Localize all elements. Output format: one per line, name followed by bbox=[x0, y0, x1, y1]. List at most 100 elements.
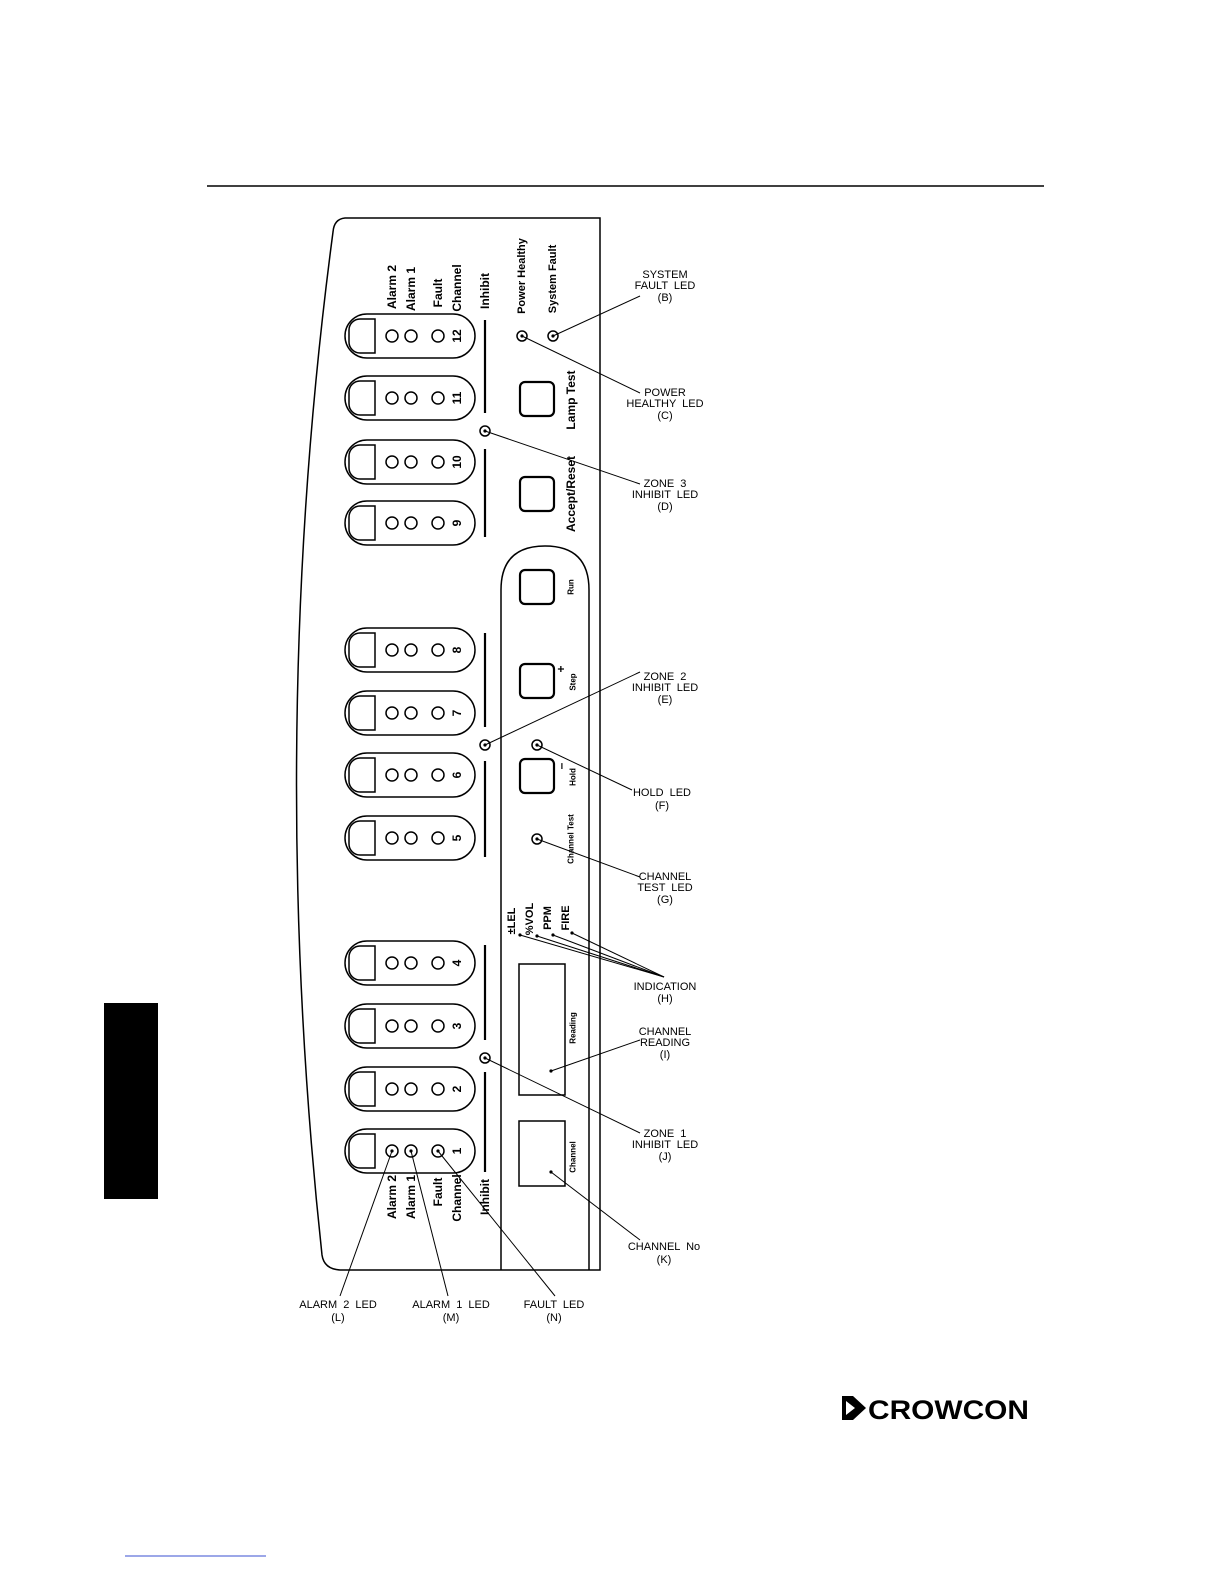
channel-number: 3 bbox=[450, 1022, 464, 1029]
channel-module-outline bbox=[344, 940, 476, 986]
pointer-dot bbox=[483, 429, 487, 433]
unit-vol: %VOL bbox=[524, 903, 536, 936]
label-alarm2-top: Alarm 2 bbox=[385, 265, 399, 309]
channel-module: 8 bbox=[344, 627, 476, 673]
callout-line: TEST LED bbox=[637, 882, 692, 894]
pointer-dot bbox=[518, 933, 522, 937]
callout-line: (H) bbox=[657, 993, 672, 1005]
channel-display-label: Channel bbox=[569, 1141, 578, 1173]
alarm2-led bbox=[385, 643, 399, 657]
alarm1-led bbox=[404, 1144, 418, 1158]
channel-module-outline bbox=[344, 439, 476, 485]
indication-units: ±LEL %VOL PPM FIRE bbox=[506, 903, 572, 936]
leader-lines bbox=[339, 295, 665, 1297]
channel-module: 2 bbox=[344, 1066, 476, 1112]
system-fault-led bbox=[547, 330, 559, 342]
alarm1-led bbox=[404, 643, 418, 657]
fault-led bbox=[431, 768, 445, 782]
label-alarm1-top: Alarm 1 bbox=[404, 267, 418, 311]
channel-module-outline bbox=[344, 500, 476, 546]
channel-number: 6 bbox=[450, 771, 464, 778]
accept-reset-label: Accept/Reset bbox=[564, 456, 578, 532]
callout-line: SYSTEM bbox=[642, 269, 687, 281]
channel-tab bbox=[348, 380, 376, 416]
callout-alarm2-led: ALARM 2 LED (L) bbox=[299, 1299, 377, 1324]
alarm1-led bbox=[404, 768, 418, 782]
callout-line: INHIBIT LED bbox=[632, 682, 698, 694]
channel-tab bbox=[348, 695, 376, 731]
leader-channel-no bbox=[550, 1171, 641, 1241]
alarm2-led bbox=[385, 1082, 399, 1096]
label-power-healthy: Power Healthy bbox=[516, 237, 528, 314]
channel-tab bbox=[348, 757, 376, 793]
control-section-outline bbox=[500, 545, 590, 1270]
logo-chevron-notch bbox=[846, 1401, 855, 1415]
leader-fault bbox=[437, 1150, 556, 1297]
callout-line: (C) bbox=[657, 410, 672, 422]
leader-indication-vol bbox=[536, 935, 665, 978]
run-label: Run bbox=[567, 579, 576, 595]
callout-line: (M) bbox=[443, 1312, 460, 1324]
callout-line: (F) bbox=[655, 800, 669, 812]
callout-line: ALARM 2 LED bbox=[299, 1299, 377, 1311]
channel-number: 10 bbox=[450, 455, 464, 469]
leader-alarm1 bbox=[410, 1150, 449, 1297]
callout-line: HEALTHY LED bbox=[626, 398, 703, 410]
channel-module-outline bbox=[344, 627, 476, 673]
section-thumb-tab bbox=[104, 1003, 158, 1199]
fault-led bbox=[431, 706, 445, 720]
callout-line: (D) bbox=[657, 501, 672, 513]
reading-label: Reading bbox=[569, 1012, 578, 1044]
callout-line: CHANNEL bbox=[639, 1026, 692, 1038]
channel-number: 5 bbox=[450, 834, 464, 841]
channel-tab bbox=[348, 1071, 376, 1107]
reading-display: Reading bbox=[518, 963, 578, 1096]
leader-indication-lel bbox=[519, 934, 665, 978]
callout-line: (J) bbox=[659, 1151, 672, 1163]
alarm1-led bbox=[404, 516, 418, 530]
lamp-test-button-frame bbox=[518, 380, 556, 418]
channel-module-outline bbox=[344, 815, 476, 861]
pointer-dot bbox=[390, 1149, 394, 1153]
label-fault-bottom: Fault bbox=[431, 1178, 445, 1207]
channel-number: 9 bbox=[450, 519, 464, 526]
alarm2-led bbox=[385, 706, 399, 720]
alarm1-led bbox=[404, 706, 418, 720]
channel-test-led bbox=[531, 833, 543, 845]
callout-line: INHIBIT LED bbox=[632, 489, 698, 501]
alarm1-led bbox=[404, 391, 418, 405]
fault-led bbox=[431, 1144, 445, 1158]
reading-display-window bbox=[518, 963, 566, 1096]
label-fault-top: Fault bbox=[431, 279, 445, 308]
label-channel-bottom: Channel bbox=[450, 1174, 464, 1221]
alarm2-led bbox=[385, 1144, 399, 1158]
channel-module-outline bbox=[344, 752, 476, 798]
leader-system-fault bbox=[552, 295, 641, 337]
callout-line: (K) bbox=[657, 1254, 672, 1266]
channel-tab bbox=[348, 632, 376, 668]
channel-module: 11 bbox=[344, 375, 476, 421]
alarm2-led bbox=[385, 329, 399, 343]
zone2-inhibit-led bbox=[479, 739, 491, 751]
alarm1-led bbox=[404, 329, 418, 343]
callout-line: ZONE 2 bbox=[644, 671, 687, 683]
pointer-dot bbox=[483, 1056, 487, 1060]
leader-zone2 bbox=[484, 671, 641, 746]
label-alarm2-bottom: Alarm 2 bbox=[385, 1175, 399, 1219]
callout-hold-led: HOLD LED (F) bbox=[633, 787, 691, 812]
step-symbol: + bbox=[554, 665, 568, 672]
hold-label: Hold bbox=[569, 768, 578, 786]
pointer-dot bbox=[549, 1069, 553, 1073]
fault-led bbox=[431, 516, 445, 530]
label-inhibit-top: Inhibit bbox=[478, 273, 492, 309]
lamp-test-button: Lamp Test bbox=[518, 370, 578, 430]
channel-number: 11 bbox=[450, 391, 464, 404]
alarm2-led bbox=[385, 391, 399, 405]
channel-number: 4 bbox=[450, 959, 464, 966]
fault-led bbox=[431, 329, 445, 343]
channel-tab bbox=[348, 820, 376, 856]
channel-module-outline bbox=[344, 690, 476, 736]
unit-ppm: PPM bbox=[542, 906, 554, 930]
alarm2-led bbox=[385, 831, 399, 845]
